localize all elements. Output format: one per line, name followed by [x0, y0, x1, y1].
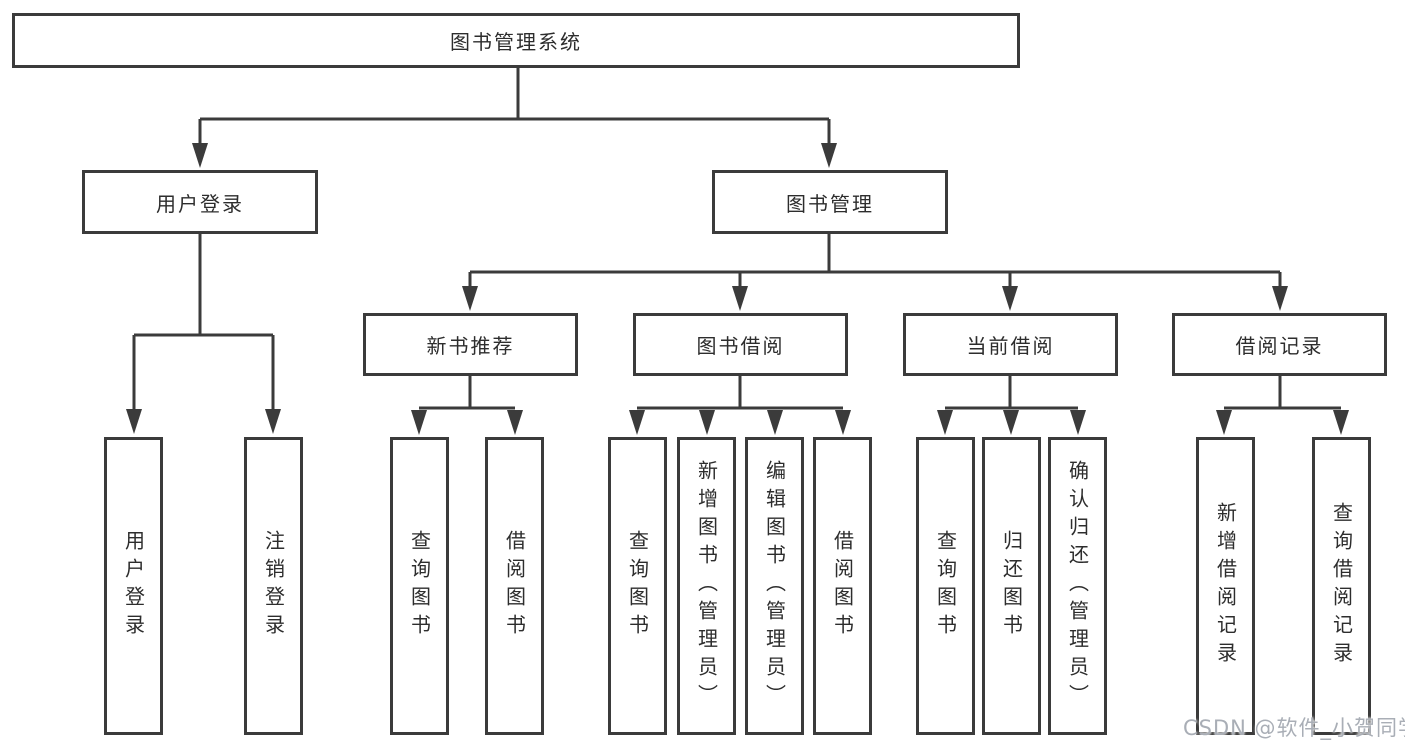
connector-book-management-to-level3 [462, 228, 1288, 311]
arrowhead-icon [937, 410, 953, 435]
leaf-borrow-books-label: 借阅图书 [830, 530, 855, 642]
arrowhead-icon [1070, 410, 1086, 435]
arrowhead-icon [1002, 286, 1018, 311]
connector-borrow-records-to-leaves [1216, 370, 1349, 435]
arrowhead-icon [835, 410, 851, 435]
leaf-query-borrow-record: 查询借阅记录 [1312, 437, 1371, 735]
arrowhead-icon [1003, 410, 1019, 435]
leaf-edit-books-admin: 编辑图书（管理员） [745, 437, 804, 735]
leaf-return-books-label: 归还图书 [999, 530, 1024, 642]
arrowhead-icon [1216, 410, 1232, 435]
node-root-label: 图书管理系统 [450, 30, 582, 54]
leaf-add-borrow-record: 新增借阅记录 [1196, 437, 1255, 735]
arrowhead-icon [462, 286, 478, 311]
connector-current-borrow-to-leaves [937, 370, 1086, 435]
leaf-add-books-admin: 新增图书（管理员） [677, 437, 736, 735]
leaf-return-books: 归还图书 [982, 437, 1041, 735]
leaf-add-books-admin-label: 新增图书（管理员） [694, 460, 719, 712]
connector-book-borrow-to-leaves [629, 370, 851, 435]
arrowhead-icon [699, 410, 715, 435]
leaf-query-books-current: 查询图书 [916, 437, 975, 735]
leaf-query-books-borrow: 查询图书 [608, 437, 667, 735]
arrowhead-icon [411, 410, 427, 435]
arrowhead-icon [507, 410, 523, 435]
leaf-confirm-return-admin-label: 确认归还（管理员） [1065, 460, 1090, 712]
node-borrow-records: 借阅记录 [1172, 313, 1387, 376]
node-borrow-records-label: 借阅记录 [1235, 334, 1324, 358]
node-new-books-label: 新书推荐 [426, 334, 515, 358]
connector-root-to-level2 [192, 60, 837, 168]
leaf-confirm-return-admin: 确认归还（管理员） [1048, 437, 1107, 735]
leaf-borrow-books-new: 借阅图书 [485, 437, 544, 735]
leaf-query-borrow-record-label: 查询借阅记录 [1329, 502, 1354, 670]
leaf-borrow-books-new-label: 借阅图书 [502, 530, 527, 642]
node-user-login: 用户登录 [82, 170, 318, 234]
arrowhead-icon [126, 409, 142, 434]
leaf-logout: 注销登录 [244, 437, 303, 735]
leaf-add-borrow-record-label: 新增借阅记录 [1213, 502, 1238, 670]
arrowhead-icon [192, 143, 208, 168]
arrowhead-icon [732, 286, 748, 311]
leaf-user-login-label: 用户登录 [121, 530, 146, 642]
node-current-borrow: 当前借阅 [903, 313, 1118, 376]
leaf-query-books-new-label: 查询图书 [407, 530, 432, 642]
leaf-logout-label: 注销登录 [261, 530, 286, 642]
node-user-login-label: 用户登录 [156, 191, 244, 216]
node-book-borrow: 图书借阅 [633, 313, 848, 376]
leaf-query-books-borrow-label: 查询图书 [625, 530, 650, 642]
leaf-borrow-books: 借阅图书 [813, 437, 872, 735]
node-new-books: 新书推荐 [363, 313, 578, 376]
watermark: CSDN @软件_小贺同学 [1183, 716, 1405, 740]
arrowhead-icon [265, 409, 281, 434]
node-book-management-label: 图书管理 [786, 191, 874, 216]
node-root: 图书管理系统 [12, 13, 1020, 68]
arrowhead-icon [1333, 410, 1349, 435]
node-book-management: 图书管理 [712, 170, 948, 234]
arrowhead-icon [1272, 286, 1288, 311]
arrowhead-icon [821, 143, 837, 168]
arrowhead-icon [629, 410, 645, 435]
leaf-query-books-new: 查询图书 [390, 437, 449, 735]
node-book-borrow-label: 图书借阅 [696, 334, 785, 358]
connector-new-books-to-leaves [411, 370, 523, 435]
leaf-user-login: 用户登录 [104, 437, 163, 735]
leaf-query-books-current-label: 查询图书 [933, 530, 958, 642]
leaf-edit-books-admin-label: 编辑图书（管理员） [762, 460, 787, 712]
connector-user-login-to-leaves [126, 228, 281, 434]
node-current-borrow-label: 当前借阅 [966, 334, 1055, 358]
arrowhead-icon [767, 410, 783, 435]
